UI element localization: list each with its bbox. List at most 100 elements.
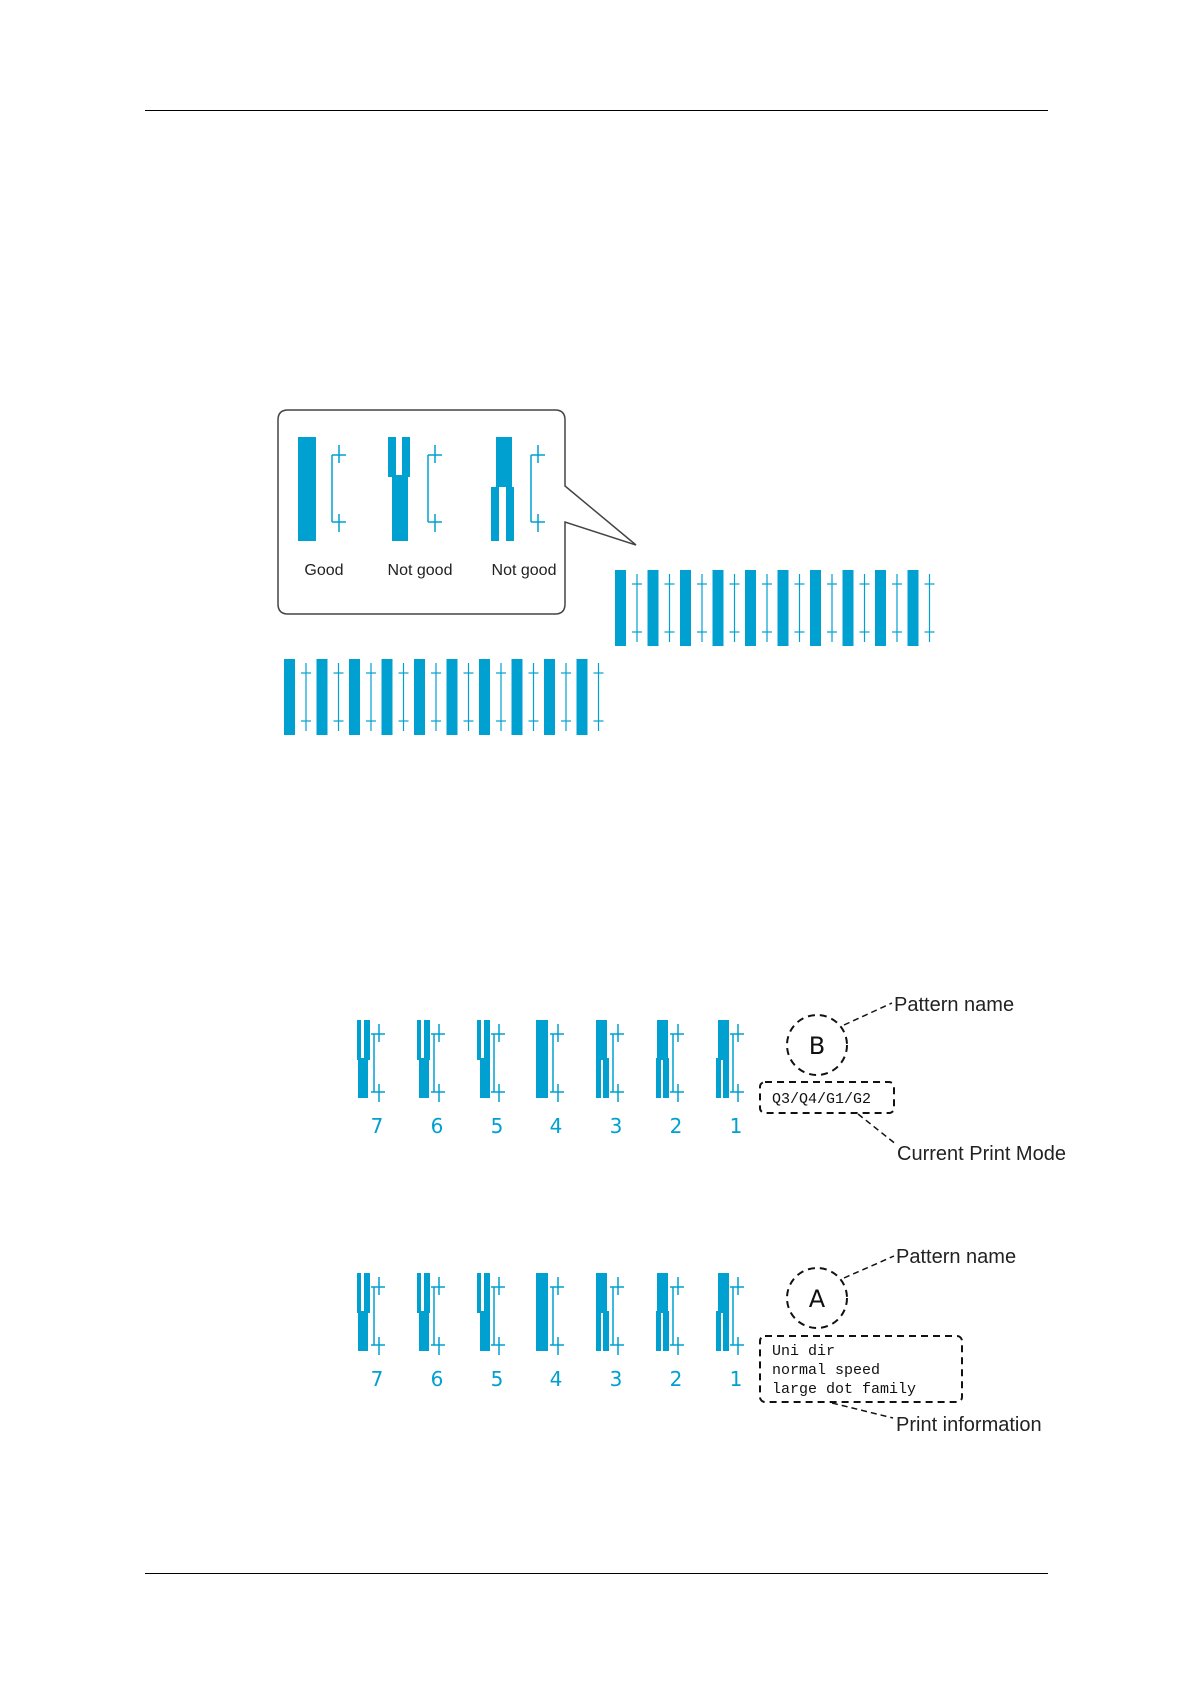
pattern-number: 5	[491, 1367, 504, 1391]
pattern-figure-a: 7654321 A Pattern name Uni dir normal sp…	[357, 1246, 1042, 1436]
pattern-number: 7	[371, 1367, 384, 1391]
pattern-bar	[358, 1058, 368, 1098]
pattern-letter-a: A	[809, 1285, 826, 1313]
pattern-bar-split	[357, 1020, 361, 1060]
strip-bar	[577, 659, 588, 735]
sample-bar-split	[402, 437, 410, 477]
pattern-bars-b	[357, 1020, 744, 1102]
pattern-bar-split	[656, 1311, 661, 1351]
pattern-bar	[718, 1273, 729, 1313]
sample-bar-good	[298, 437, 316, 541]
pattern-bar	[536, 1020, 548, 1098]
pattern-number: 6	[431, 1114, 444, 1138]
pattern-bar-split	[484, 1273, 490, 1313]
pattern-bar	[480, 1311, 490, 1351]
sample-bar	[496, 437, 512, 487]
pattern-bar-split	[723, 1311, 729, 1351]
pattern-bar-split	[417, 1273, 421, 1313]
pattern-bar	[596, 1273, 607, 1313]
pattern-bar-split	[716, 1311, 721, 1351]
sample-bar	[392, 475, 408, 541]
pattern-number: 1	[730, 1367, 743, 1391]
pattern-bar-split	[723, 1058, 729, 1098]
pattern-letter-b: B	[809, 1032, 825, 1060]
callout-label-not-good-1: Not good	[388, 562, 453, 579]
print-mode-label-b: Current Print Mode	[897, 1143, 1066, 1165]
strip-bar	[713, 570, 724, 646]
strip-bar	[843, 570, 854, 646]
strip-bar	[284, 659, 295, 735]
pattern-bar-split	[596, 1058, 601, 1098]
pattern-bar-split	[424, 1273, 430, 1313]
pattern-bar-split	[484, 1020, 490, 1060]
sample-bar-split	[506, 487, 514, 541]
callout: Good Not good Not good	[278, 410, 636, 614]
strip-bar	[512, 659, 523, 735]
strip-bar	[745, 570, 756, 646]
pattern-bars-a	[357, 1273, 744, 1355]
pattern-bar-split	[656, 1058, 661, 1098]
pattern-bar-split	[596, 1311, 601, 1351]
strip-bar	[680, 570, 691, 646]
strip-bar	[317, 659, 328, 735]
pattern-bar-split	[364, 1020, 370, 1060]
pattern-number: 5	[491, 1114, 504, 1138]
pattern-bar	[596, 1020, 607, 1060]
pattern-number: 7	[371, 1114, 384, 1138]
pattern-bar-split	[357, 1273, 361, 1313]
sample-strip-upper	[615, 570, 935, 646]
strip-bar	[544, 659, 555, 735]
pattern-bar-split	[364, 1273, 370, 1313]
pattern-number: 2	[670, 1114, 683, 1138]
strip-bar	[908, 570, 919, 646]
strip-bar	[479, 659, 490, 735]
pattern-bar-split	[663, 1311, 669, 1351]
print-info-line-2: normal speed	[772, 1362, 880, 1379]
pattern-bar	[718, 1020, 729, 1060]
sample-strip-lower	[284, 659, 604, 735]
pattern-figure-b: 7 6 5 4 3 2 1 B Pattern name Q3/Q4/G1/G2 Curre…	[357, 994, 1066, 1165]
leader-line	[844, 1003, 892, 1025]
strip-bar	[648, 570, 659, 646]
pattern-bar	[358, 1311, 368, 1351]
strip-bar	[414, 659, 425, 735]
pattern-number: 1	[730, 1114, 743, 1138]
pattern-bar-split	[603, 1058, 609, 1098]
pattern-bar-split	[716, 1058, 721, 1098]
pattern-bar-split	[417, 1020, 421, 1060]
print-info-label-a: Print information	[896, 1414, 1042, 1436]
pattern-bar-split	[424, 1020, 430, 1060]
print-info-line-1: Uni dir	[772, 1343, 835, 1360]
strip-bar	[382, 659, 393, 735]
strip-bar	[778, 570, 789, 646]
pattern-name-label-a: Pattern name	[896, 1246, 1016, 1268]
pattern-name-label-b: Pattern name	[894, 994, 1014, 1016]
leader-line	[832, 1403, 893, 1418]
pattern-bar-split	[663, 1058, 669, 1098]
pattern-bar	[657, 1273, 668, 1313]
strip-bar	[875, 570, 886, 646]
pattern-number: 3	[610, 1367, 623, 1391]
strip-bar	[349, 659, 360, 735]
pattern-number: 4	[550, 1367, 563, 1391]
callout-label-good: Good	[304, 562, 343, 579]
print-mode-text-b: Q3/Q4/G1/G2	[772, 1091, 871, 1108]
pattern-bar	[536, 1273, 548, 1351]
pattern-number: 4	[550, 1114, 563, 1138]
sample-bar-split	[491, 487, 499, 541]
sample-bar-split	[388, 437, 396, 477]
pattern-bar	[480, 1058, 490, 1098]
strip-bar	[615, 570, 626, 646]
pattern-numbers-b: 7 6 5 4 3 2 1	[371, 1114, 743, 1138]
pattern-bar	[419, 1311, 429, 1351]
pattern-bar-split	[477, 1020, 481, 1060]
strip-bar	[447, 659, 458, 735]
callout-label-not-good-2: Not good	[492, 562, 557, 579]
pattern-bar-split	[603, 1311, 609, 1351]
leader-line	[844, 1256, 894, 1278]
pattern-number: 3	[610, 1114, 623, 1138]
pattern-number: 6	[431, 1367, 444, 1391]
leader-line	[858, 1114, 897, 1145]
